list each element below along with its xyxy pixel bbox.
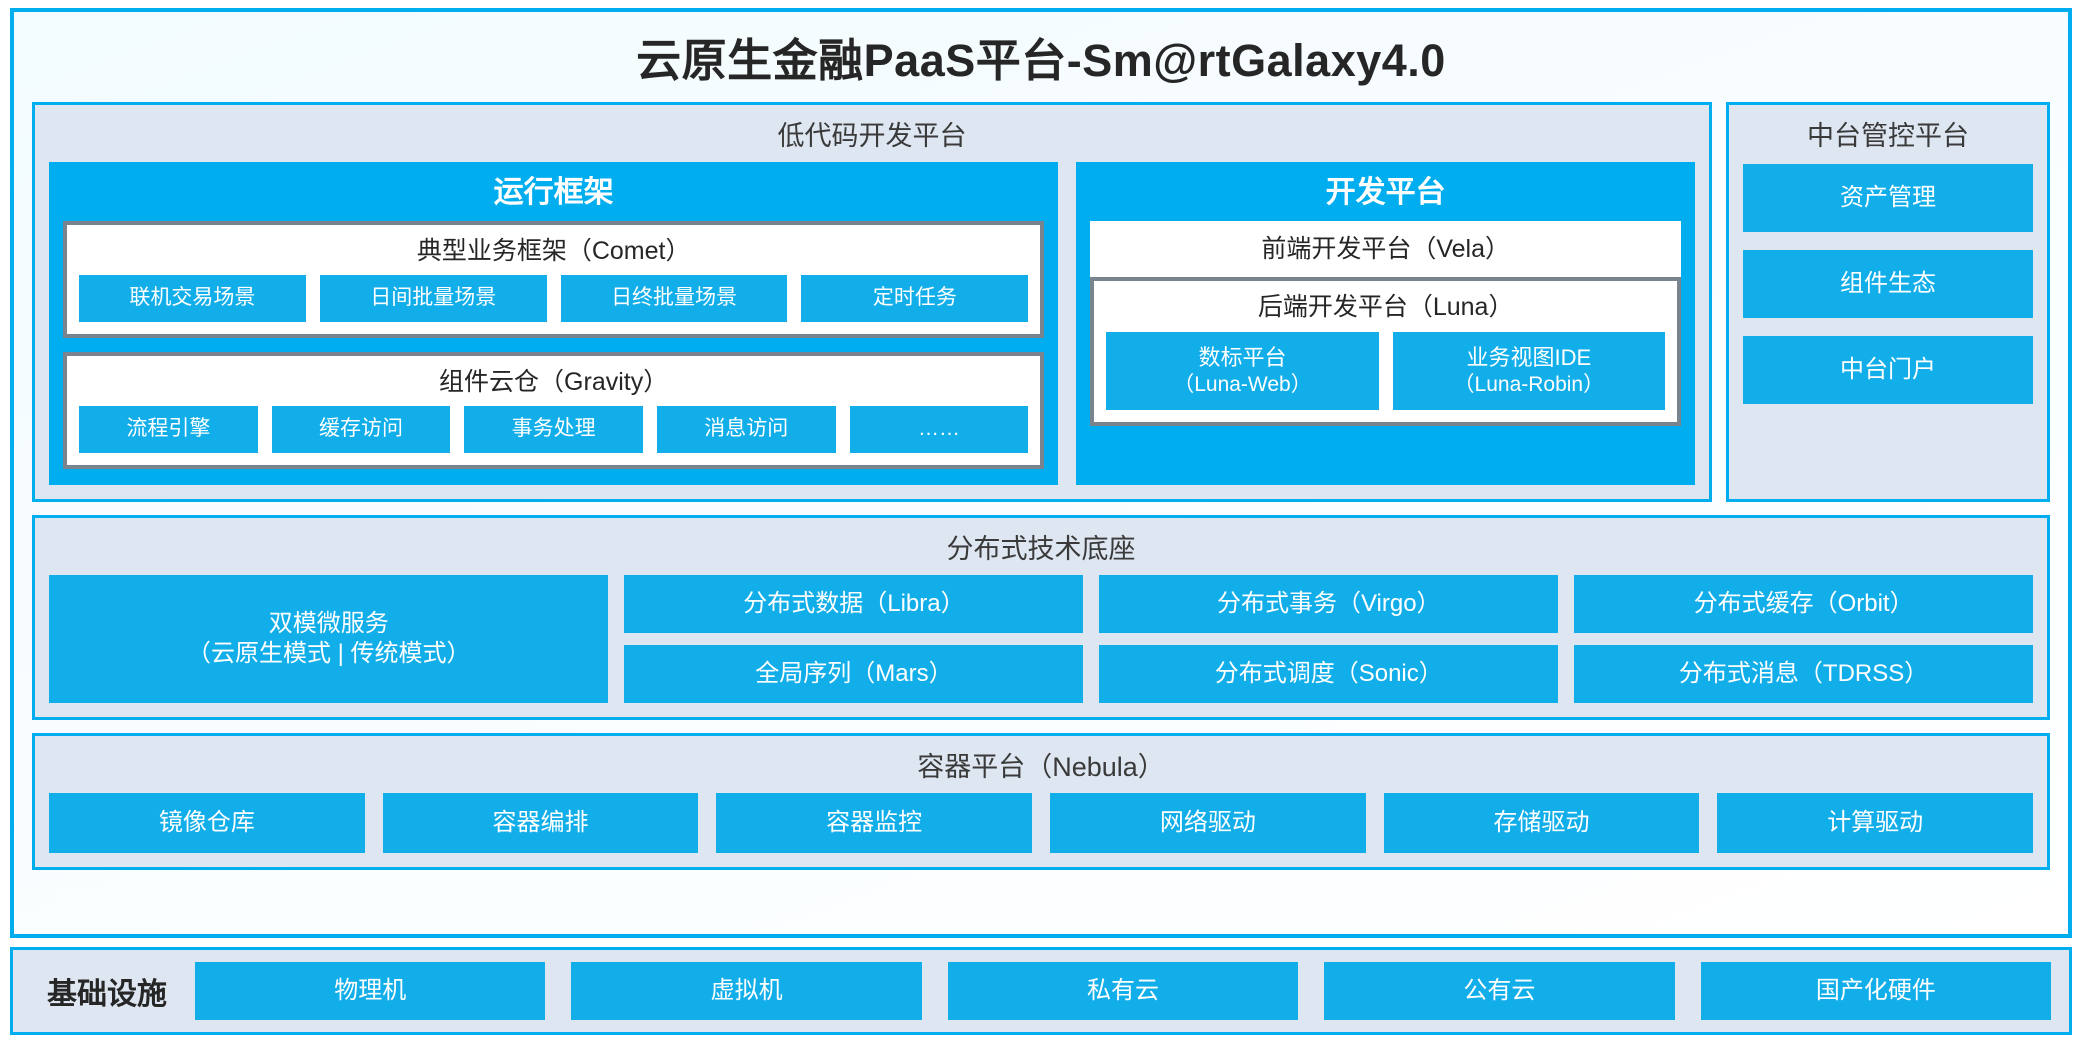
comet-item[interactable]: 日间批量场景 xyxy=(319,275,547,322)
infrastructure-item-domestic-hardware[interactable]: 国产化硬件 xyxy=(1700,962,2052,1020)
distributed-item-orbit[interactable]: 分布式缓存（Orbit） xyxy=(1574,574,2034,633)
container-item-compute-driver[interactable]: 计算驱动 xyxy=(1717,792,2034,853)
infrastructure-panel: 基础设施 物理机 虚拟机 私有云 公有云 国产化硬件 xyxy=(10,947,2072,1035)
midplatform-item-component-ecosystem[interactable]: 组件生态 xyxy=(1743,249,2033,318)
infrastructure-label: 基础设施 xyxy=(47,978,167,1011)
midplatform-panel: 中台管控平台 资产管理 组件生态 中台门户 xyxy=(1726,101,2050,502)
frontend-platform-box[interactable]: 前端开发平台（Vela） xyxy=(1090,220,1681,278)
backend-platform-box: 后端开发平台（Luna） 数标平台 （Luna-Web） 业务视图IDE （Lu… xyxy=(1090,277,1681,426)
gravity-item[interactable]: 事务处理 xyxy=(464,406,643,453)
container-item-image-registry[interactable]: 镜像仓库 xyxy=(49,792,365,853)
distributed-item-virgo[interactable]: 分布式事务（Virgo） xyxy=(1099,574,1559,633)
backend-item-line1: 数标平台 xyxy=(1198,345,1287,371)
platform-outer-frame: 云原生金融PaaS平台-Sm@rtGalaxy4.0 低代码开发平台 运行框架 … xyxy=(10,8,2072,938)
infrastructure-item-physical-machine[interactable]: 物理机 xyxy=(195,962,546,1020)
runtime-framework-title: 运行框架 xyxy=(493,175,614,209)
distributed-item-mars[interactable]: 全局序列（Mars） xyxy=(624,644,1084,703)
backend-item-line2: （Luna-Robin） xyxy=(1453,372,1605,396)
container-platform-title: 容器平台（Nebula） xyxy=(917,751,1165,782)
distributed-tech-body: 双模微服务 （云原生模式 | 传统模式） 分布式数据（Libra） 全局序列（M… xyxy=(49,574,2034,703)
backend-item-luna-robin[interactable]: 业务视图IDE （Luna-Robin） xyxy=(1392,332,1666,410)
distributed-item-tdrss[interactable]: 分布式消息（TDRSS） xyxy=(1574,644,2034,703)
comet-title: 典型业务框架（Comet） xyxy=(416,236,691,265)
midplatform-title: 中台管控平台 xyxy=(1807,120,1969,151)
lowcode-platform-panel: 低代码开发平台 运行框架 典型业务框架（Comet） 联机交易场景 日间批量场景… xyxy=(32,101,1712,502)
comet-item[interactable]: 定时任务 xyxy=(801,275,1029,322)
distributed-item-sonic[interactable]: 分布式调度（Sonic） xyxy=(1099,644,1559,703)
distributed-tech-title: 分布式技术底座 xyxy=(946,533,1136,564)
backend-item-luna-web[interactable]: 数标平台 （Luna-Web） xyxy=(1106,332,1379,410)
distributed-column-2: 分布式事务（Virgo） 分布式调度（Sonic） xyxy=(1099,574,1559,703)
development-platform-title: 开发平台 xyxy=(1325,175,1446,209)
comet-item[interactable]: 日终批量场景 xyxy=(560,275,788,322)
dual-mode-line2: （云原生模式 | 传统模式） xyxy=(186,639,471,667)
gravity-item[interactable]: 缓存访问 xyxy=(271,406,451,453)
dual-mode-line1: 双模微服务 xyxy=(268,609,389,637)
container-platform-chips: 镜像仓库 容器编排 容器监控 网络驱动 存储驱动 计算驱动 xyxy=(49,792,2034,853)
midplatform-item-portal[interactable]: 中台门户 xyxy=(1743,335,2033,404)
backend-chip-row: 数标平台 （Luna-Web） 业务视图IDE （Luna-Robin） xyxy=(1106,332,1666,410)
backend-item-line1: 业务视图IDE xyxy=(1466,345,1592,371)
infrastructure-item-private-cloud[interactable]: 私有云 xyxy=(947,962,1299,1020)
container-item-storage-driver[interactable]: 存储驱动 xyxy=(1383,792,1700,853)
gravity-title: 组件云仓（Gravity） xyxy=(439,367,669,396)
dual-mode-microservice-chip[interactable]: 双模微服务 （云原生模式 | 传统模式） xyxy=(49,574,609,703)
distributed-tech-panel: 分布式技术底座 双模微服务 （云原生模式 | 传统模式） 分布式数据（Libra… xyxy=(32,514,2050,720)
distributed-column-3: 分布式缓存（Orbit） 分布式消息（TDRSS） xyxy=(1574,574,2034,703)
lowcode-inner: 运行框架 典型业务框架（Comet） 联机交易场景 日间批量场景 日终批量场景 … xyxy=(49,161,1695,485)
container-item-network-driver[interactable]: 网络驱动 xyxy=(1050,792,1366,853)
container-item-orchestration[interactable]: 容器编排 xyxy=(382,792,699,853)
development-platform-block: 开发平台 前端开发平台（Vela） 后端开发平台（Luna） 数标平台 （Lun… xyxy=(1076,161,1695,485)
runtime-framework-block: 运行框架 典型业务框架（Comet） 联机交易场景 日间批量场景 日终批量场景 … xyxy=(49,161,1059,485)
gravity-item-more[interactable]: …… xyxy=(849,406,1029,453)
infrastructure-chips: 物理机 虚拟机 私有云 公有云 国产化硬件 xyxy=(195,962,2052,1020)
midplatform-stack: 资产管理 组件生态 中台门户 xyxy=(1743,162,2033,404)
gravity-box: 组件云仓（Gravity） 流程引擎 缓存访问 事务处理 消息访问 …… xyxy=(63,351,1045,469)
gravity-item[interactable]: 消息访问 xyxy=(656,406,836,453)
backend-platform-title: 后端开发平台（Luna） xyxy=(1257,293,1514,322)
top-row: 低代码开发平台 运行框架 典型业务框架（Comet） 联机交易场景 日间批量场景… xyxy=(32,101,2050,502)
comet-item[interactable]: 联机交易场景 xyxy=(79,275,306,322)
page-title: 云原生金融PaaS平台-Sm@rtGalaxy4.0 xyxy=(636,35,1446,86)
backend-item-line2: （Luna-Web） xyxy=(1173,372,1312,396)
dual-mode-microservice-wrapper: 双模微服务 （云原生模式 | 传统模式） xyxy=(49,574,609,703)
comet-box: 典型业务框架（Comet） 联机交易场景 日间批量场景 日终批量场景 定时任务 xyxy=(63,220,1045,338)
gravity-chip-row: 流程引擎 缓存访问 事务处理 消息访问 …… xyxy=(79,406,1029,453)
lowcode-platform-title: 低代码开发平台 xyxy=(777,120,967,151)
distributed-column-1: 分布式数据（Libra） 全局序列（Mars） xyxy=(624,574,1084,703)
gravity-item[interactable]: 流程引擎 xyxy=(79,406,258,453)
comet-chip-row: 联机交易场景 日间批量场景 日终批量场景 定时任务 xyxy=(79,275,1029,322)
infrastructure-item-public-cloud[interactable]: 公有云 xyxy=(1324,962,1675,1020)
midplatform-item-asset-management[interactable]: 资产管理 xyxy=(1743,163,2033,232)
distributed-item-libra[interactable]: 分布式数据（Libra） xyxy=(624,574,1084,633)
container-item-monitoring[interactable]: 容器监控 xyxy=(716,792,1033,853)
infrastructure-item-virtual-machine[interactable]: 虚拟机 xyxy=(571,962,922,1020)
container-platform-panel: 容器平台（Nebula） 镜像仓库 容器编排 容器监控 网络驱动 存储驱动 计算… xyxy=(32,732,2050,870)
